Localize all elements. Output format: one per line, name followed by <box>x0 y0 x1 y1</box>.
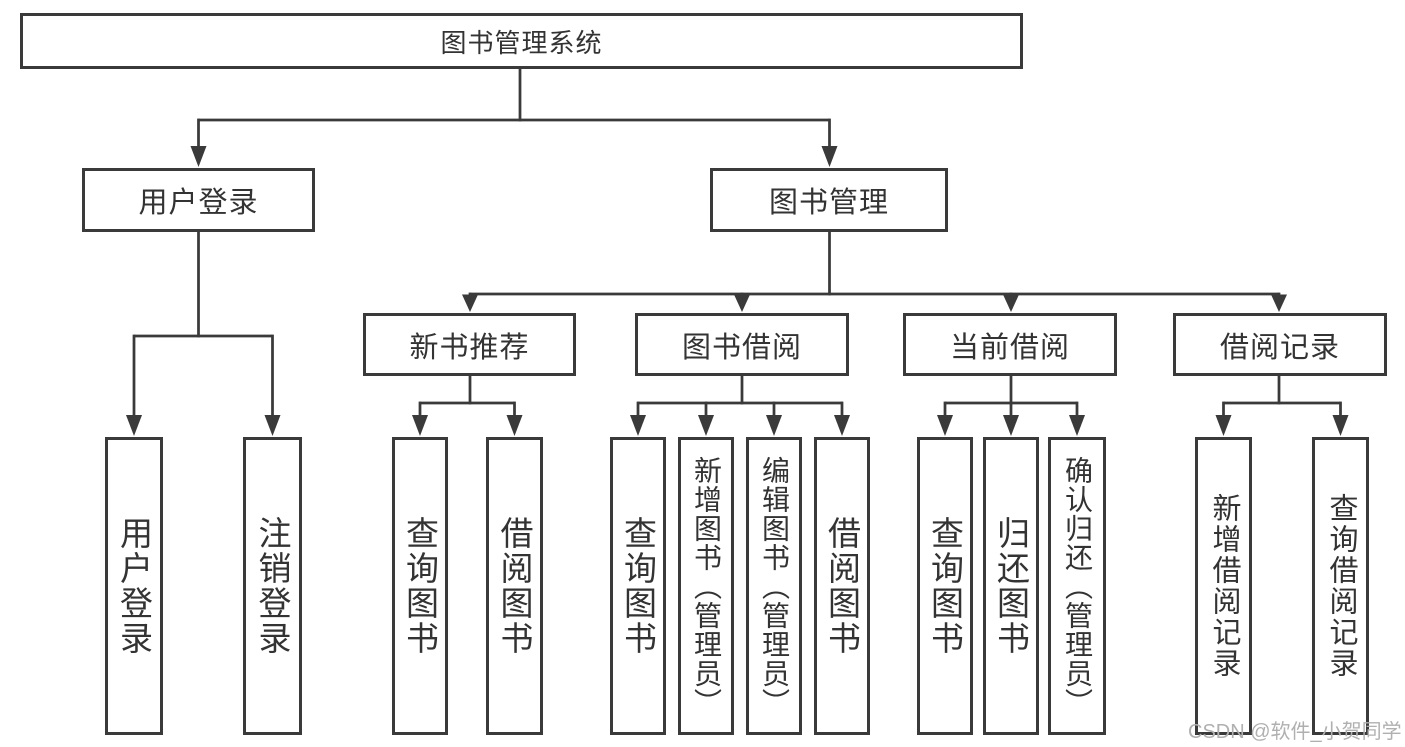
node-current-borrowing: 当前借阅 <box>903 313 1117 376</box>
leaf-label: 编辑图书（管理员） <box>759 455 790 717</box>
node-book-borrowing: 图书借阅 <box>635 313 849 376</box>
leaf-user-login: 用户登录 <box>105 437 163 735</box>
leaf-br-add-borrow-record: 新增借阅记录 <box>1195 437 1252 735</box>
leaf-cb-query-books: 查询图书 <box>917 437 973 735</box>
leaf-rec-query-books: 查询图书 <box>392 437 448 735</box>
arrowheads <box>126 146 1349 436</box>
node-label: 借阅记录 <box>1219 331 1340 364</box>
node-label: 新书推荐 <box>409 331 530 364</box>
node-library-management-system: 图书管理系统 <box>20 13 1023 69</box>
node-label: 用户登录 <box>138 187 259 219</box>
leaf-label: 借阅图书 <box>823 516 861 656</box>
node-borrow-records: 借阅记录 <box>1173 313 1387 376</box>
leaf-logout-login: 注销登录 <box>243 437 302 735</box>
leaf-label: 查询借阅记录 <box>1325 493 1357 679</box>
leaf-bb-query-books: 查询图书 <box>610 437 666 735</box>
node-new-book-recommend: 新书推荐 <box>363 313 576 376</box>
leaf-label: 确认归还（管理员） <box>1062 455 1093 717</box>
leaf-rec-borrow-books: 借阅图书 <box>486 437 543 735</box>
node-label: 当前借阅 <box>949 331 1070 364</box>
leaf-label: 新增图书（管理员） <box>691 455 722 717</box>
leaf-bb-add-books-admin: 新增图书（管理员） <box>678 437 734 735</box>
leaf-cb-return-books: 归还图书 <box>983 437 1039 735</box>
leaf-label: 注销登录 <box>254 516 291 656</box>
node-label: 图书管理 <box>768 187 889 219</box>
leaf-label: 用户登录 <box>115 516 153 656</box>
leaf-bb-borrow-books: 借阅图书 <box>814 437 870 735</box>
csdn-watermark: CSDN @软件_小贺同学 <box>1188 721 1402 743</box>
leaf-label: 归还图书 <box>992 516 1030 656</box>
leaf-label: 查询图书 <box>926 516 964 656</box>
node-user-login: 用户登录 <box>82 168 315 232</box>
node-book-management: 图书管理 <box>710 168 948 232</box>
leaf-label: 新增借阅记录 <box>1208 493 1240 679</box>
leaf-bb-edit-books-admin: 编辑图书（管理员） <box>746 437 802 735</box>
node-label: 图书借阅 <box>681 331 802 364</box>
leaf-br-query-borrow-record: 查询借阅记录 <box>1312 437 1369 735</box>
leaf-label: 查询图书 <box>401 516 439 656</box>
leaf-label: 借阅图书 <box>496 516 533 656</box>
leaf-label: 查询图书 <box>619 516 657 656</box>
node-label: 图书管理系统 <box>440 27 603 58</box>
leaf-cb-confirm-return-admin: 确认归还（管理员） <box>1048 437 1106 735</box>
